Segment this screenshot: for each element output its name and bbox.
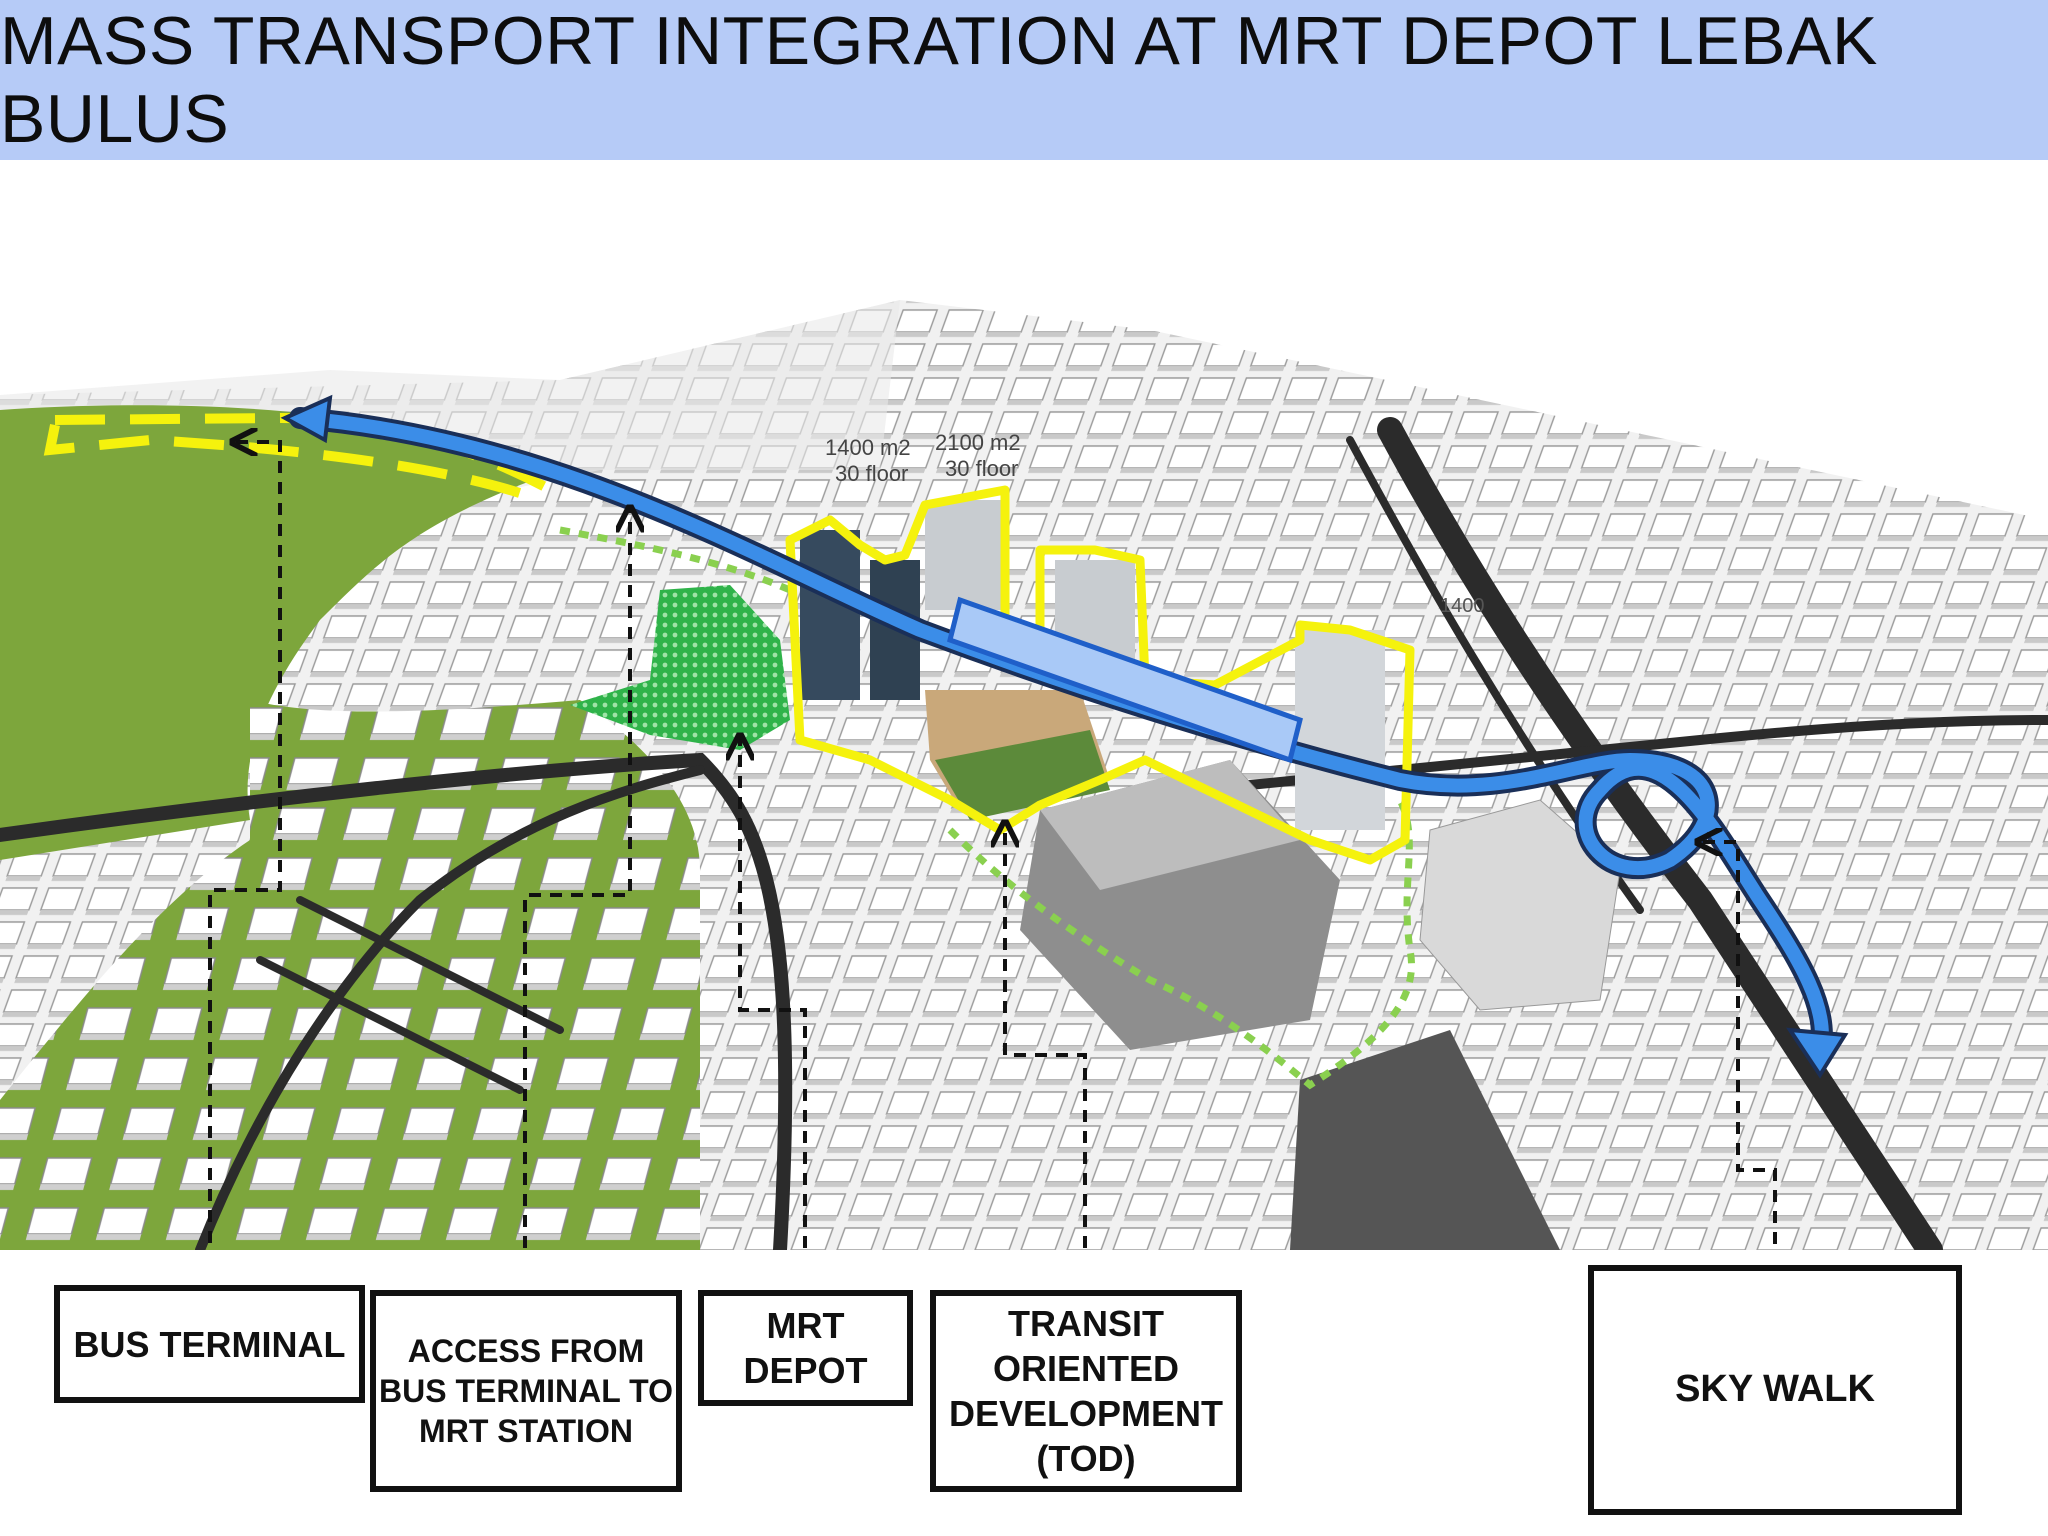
large-building xyxy=(1419,799,1621,1011)
road-local xyxy=(256,896,564,1094)
road-main xyxy=(0,752,793,1257)
mrt-depot-label: MRT DEPOT xyxy=(698,1290,913,1406)
leader-tod xyxy=(1005,825,1087,1290)
depot-structures xyxy=(1020,760,1621,1250)
green-park xyxy=(570,585,790,750)
access-label: ACCESS FROM BUS TERMINAL TO MRT STATION xyxy=(370,1290,682,1492)
tower-b-note: 2100 m2 30 floor xyxy=(935,430,1027,481)
tower-b-line-2: 30 floor xyxy=(945,456,1018,481)
page-title: MASS TRANSPORT INTEGRATION AT MRT DEPOT … xyxy=(0,3,1878,157)
leader-access xyxy=(523,510,630,1290)
green-boundary xyxy=(559,526,1415,1090)
mrt-arrow-left xyxy=(280,394,333,444)
highway xyxy=(1377,417,1943,1263)
leader-bus-terminal xyxy=(208,442,282,1285)
tod-label: TRANSIT ORIENTED DEVELOPMENT (TOD) xyxy=(930,1290,1242,1492)
tod-outline xyxy=(785,485,1415,865)
tower-a-line-2: 30 floor xyxy=(835,461,908,486)
tower-dark-1 xyxy=(800,530,860,700)
road-diagonal xyxy=(195,765,705,1255)
tower-light-3 xyxy=(1295,630,1385,830)
bus-terminal-label: BUS TERMINAL xyxy=(54,1285,365,1403)
title-bar xyxy=(0,0,2048,160)
tower-b-line-1: 2100 m2 xyxy=(935,430,1021,455)
mrt-line-path xyxy=(293,411,1829,1057)
tower-light-1 xyxy=(925,500,1005,610)
tower-a-note: 1400 m2 30 floor xyxy=(825,435,917,486)
dark-lot xyxy=(1290,1030,1560,1250)
sky-walk-label: SKY WALK xyxy=(1588,1265,1962,1515)
small-map-label: 1400 xyxy=(1440,595,1485,617)
mrt-arrow-right xyxy=(1786,1027,1849,1079)
tower-a-line-1: 1400 m2 xyxy=(825,435,911,460)
mrt-line xyxy=(280,394,1849,1079)
mrt-station-platform xyxy=(947,596,1303,764)
leader-lines xyxy=(208,442,1777,1290)
leader-sky-walk xyxy=(1700,842,1777,1265)
